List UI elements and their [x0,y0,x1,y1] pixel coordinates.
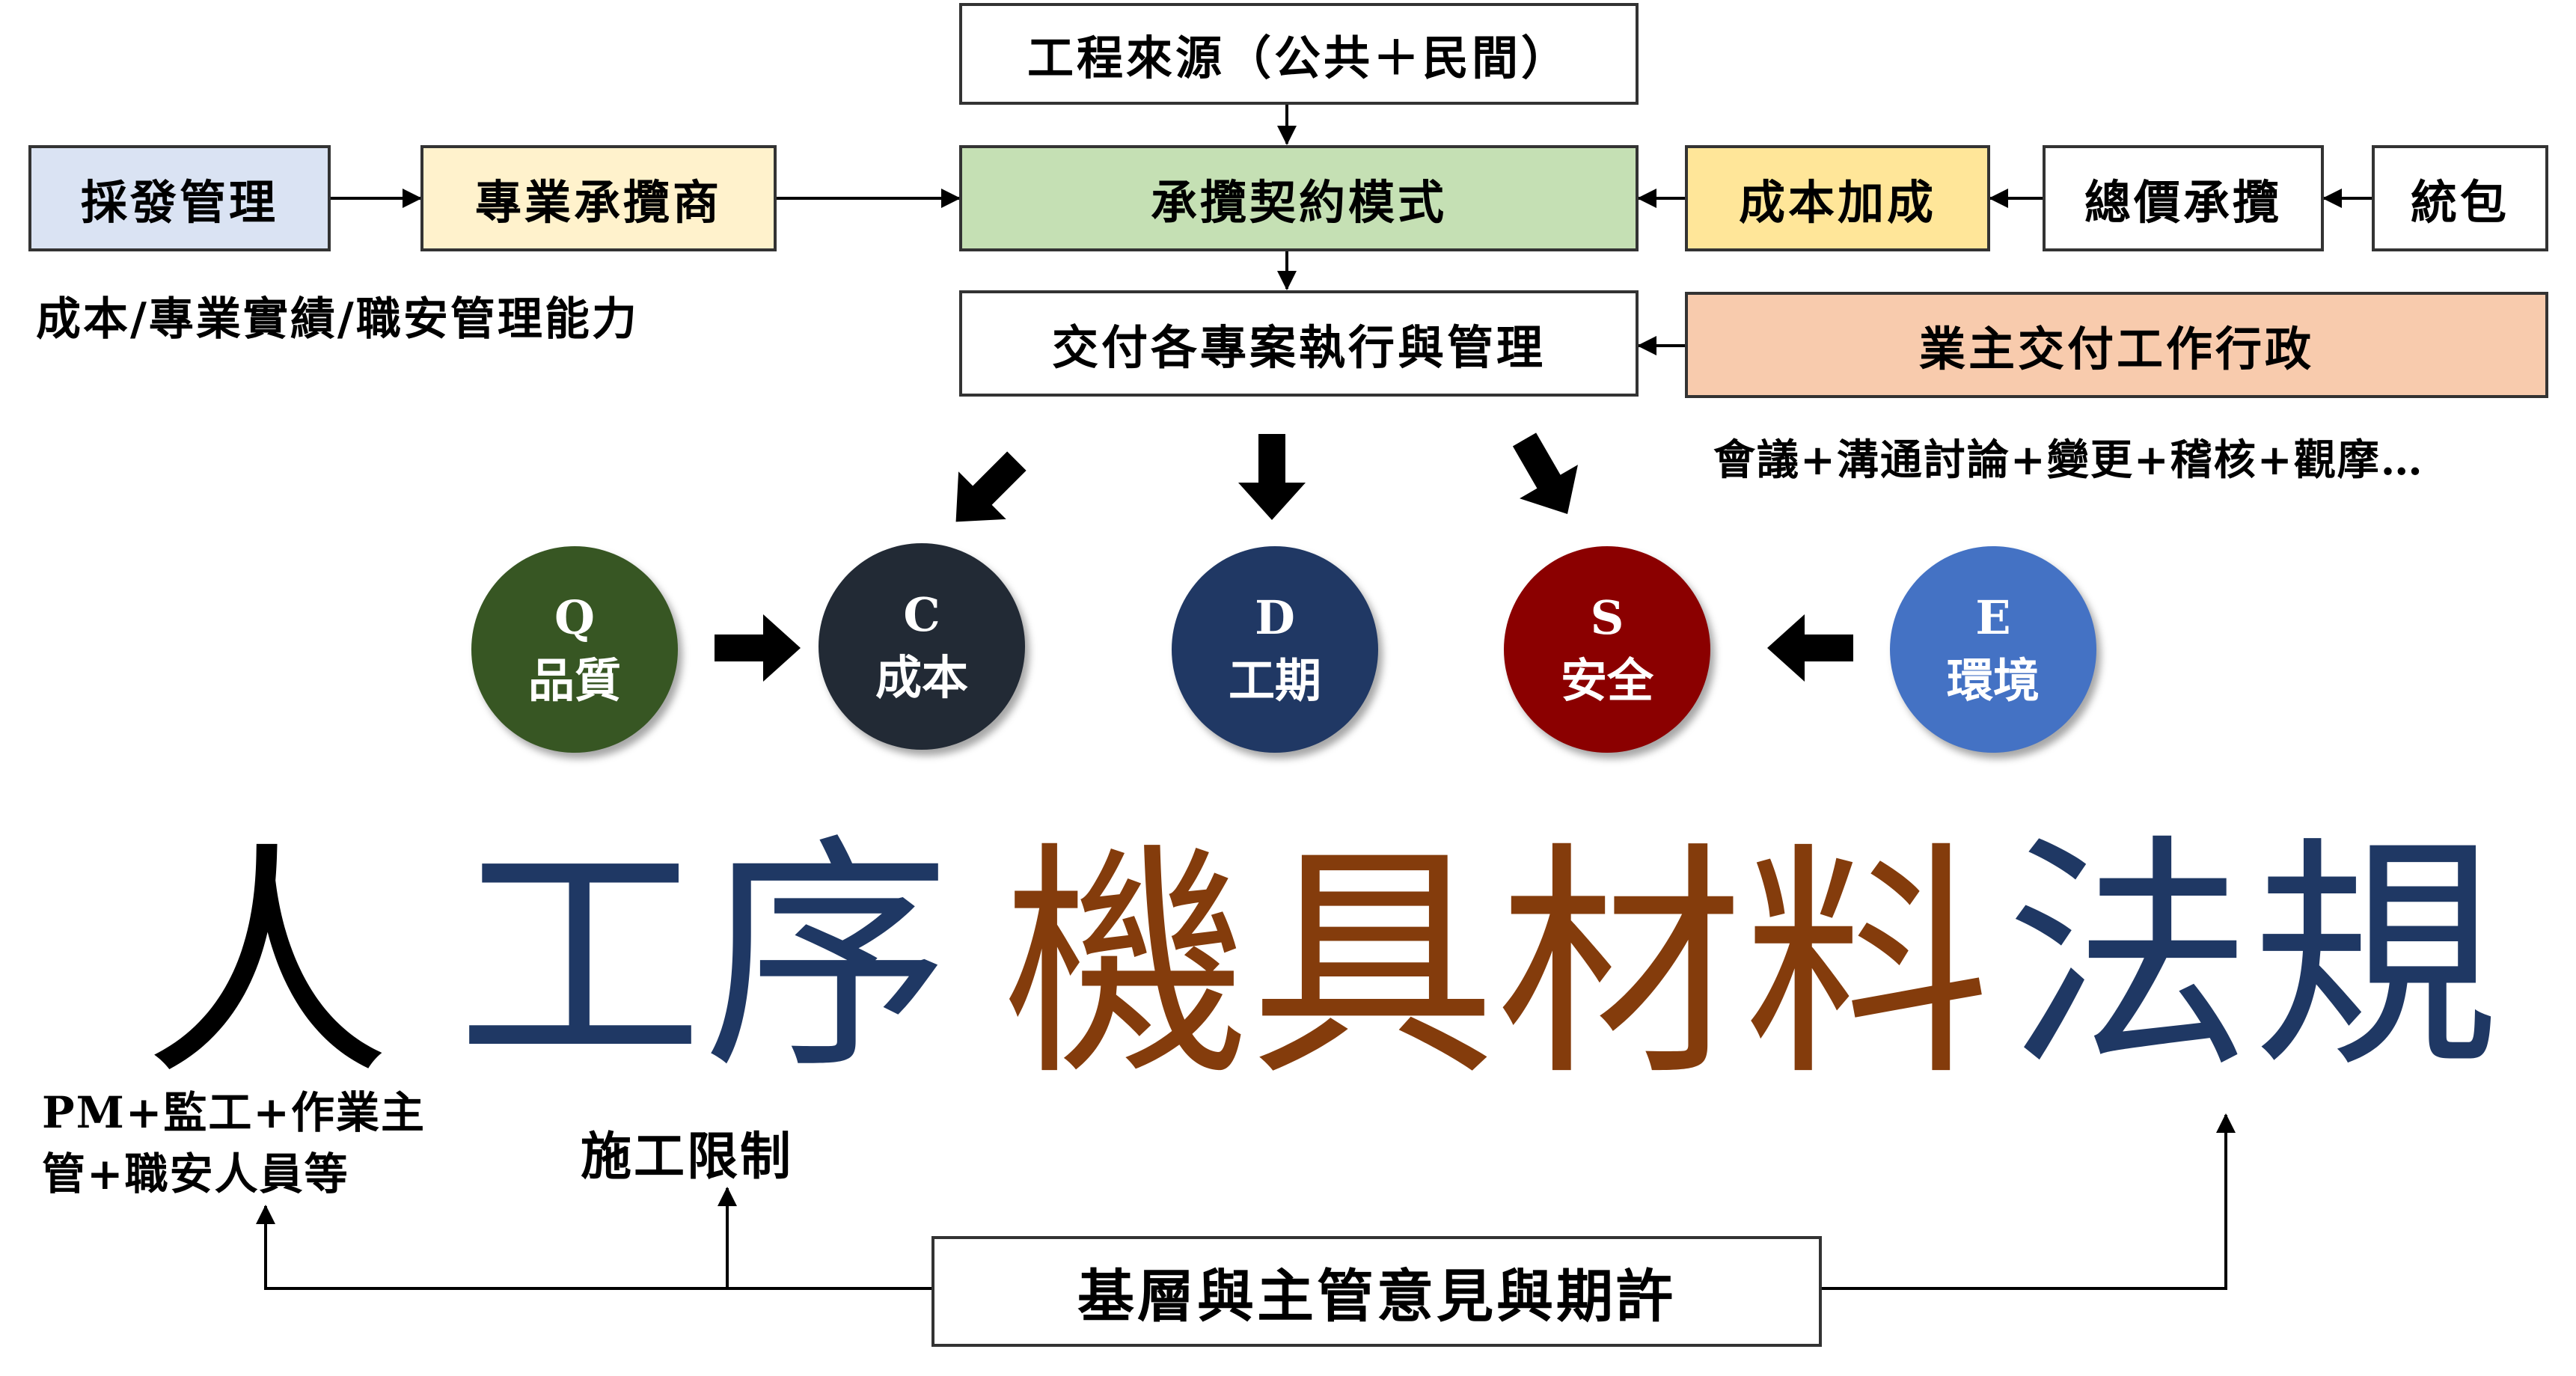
quality-circle: Q 品質 [471,546,678,753]
factor-regulations: 法規 [2005,814,2499,1101]
turnkey-label: 統包 [2410,175,2509,230]
cost-label: 成本 [875,650,968,705]
schedule-label: 工期 [1228,653,1321,708]
lump-sum-label: 總價承攬 [2084,175,2282,230]
feedback-line-to-people [256,1205,931,1290]
safety-circle: S 安全 [1504,546,1710,753]
schedule-letter: D [1255,590,1295,646]
schedule-circle: D 工期 [1172,546,1378,753]
source-box: 工程來源（公共＋民間） [959,3,1639,105]
subcontractor-box: 專業承攬商 [420,145,777,251]
quality-letter: Q [554,590,595,646]
environment-circle: E 環境 [1890,546,2096,753]
owner-admin-caption: 會議+溝通討論+變更+稽核+觀摩… [1713,435,2424,485]
delivery-box: 交付各專案執行與管理 [959,290,1639,397]
bold-arrow-to-safety [1512,432,1578,514]
cost-plus-label: 成本加成 [1738,175,1936,230]
contract-mode-box: 承攬契約模式 [959,145,1639,251]
cost-circle: C 成本 [819,543,1025,750]
procurement-label: 採發管理 [80,175,278,230]
feedback-box: 基層與主管意見與期許 [931,1236,1822,1347]
people-note-line1: PM+監工+作業主 [42,1087,426,1138]
subcontractor-label: 專業承攬商 [474,175,722,230]
bold-arrow-quality-to-cost [715,614,801,682]
bold-arrow-environment-to-safety [1767,614,1853,682]
bold-arrow-to-schedule [1238,434,1306,520]
people-note-line2: 管+職安人員等 [42,1149,349,1199]
owner-admin-box: 業主交付工作行政 [1685,292,2548,398]
cost-plus-box: 成本加成 [1685,145,1990,251]
feedback-label: 基層與主管意見與期許 [1077,1263,1676,1330]
delivery-label: 交付各專案執行與管理 [1051,320,1546,375]
environment-label: 環境 [1946,653,2040,708]
factor-people: 人 [144,822,391,1109]
source-label: 工程來源（公共＋民間） [1027,31,1570,85]
safety-label: 安全 [1560,653,1653,708]
contract-mode-label: 承攬契約模式 [1150,175,1447,230]
environment-letter: E [1975,590,2011,646]
lump-sum-box: 總價承攬 [2043,145,2324,251]
cost-letter: C [903,587,940,643]
quality-label: 品質 [527,653,621,708]
factor-process: 工序 [456,814,950,1101]
feedback-line-to-regulations [1822,1113,2236,1290]
safety-letter: S [1590,590,1624,646]
subcontractor-caption: 成本/專業實績/職安管理能力 [36,293,639,346]
turnkey-box: 統包 [2372,145,2548,251]
owner-admin-label: 業主交付工作行政 [1918,322,2314,376]
process-note: 施工限制 [581,1127,794,1187]
procurement-box: 採發管理 [28,145,331,251]
bold-arrow-to-cost [955,451,1027,522]
factor-machines-materials: 機具材料 [1003,822,1990,1109]
